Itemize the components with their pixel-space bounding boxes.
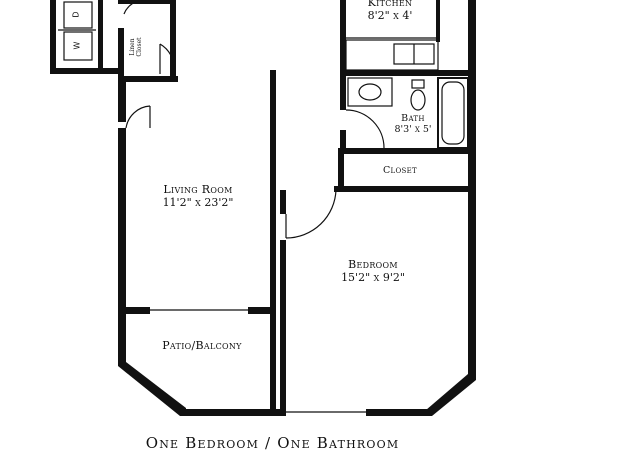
- patio-name: Patio/Balcony: [162, 339, 242, 352]
- living-room-name: Living Room: [163, 183, 233, 196]
- living-room-label: Living Room 11'2" x 23'2": [136, 183, 260, 209]
- living-room-dimensions: 11'2" x 23'2": [162, 195, 234, 209]
- bedroom-dimensions: 15'2" x 9'2": [341, 270, 405, 284]
- closet-label: Closet: [360, 165, 440, 177]
- bath-label: Bath 8'3' x 5': [378, 113, 448, 136]
- patio-label: Patio/Balcony: [140, 339, 264, 353]
- kitchen-walls: [340, 0, 440, 71]
- plan-caption: One Bedroom / One Bathroom: [145, 434, 400, 452]
- bath-dimensions: 8'3' x 5': [394, 123, 432, 135]
- linen-closet-walls: [118, 0, 178, 84]
- closet-walls: [338, 148, 472, 192]
- bedroom-label: Bedroom 15'2" x 9'2": [318, 258, 428, 284]
- linen-closet-label: Linen Closet: [129, 34, 144, 60]
- kitchen-label: Kitchen 8'2" x 4': [345, 0, 435, 22]
- closet-name: Closet: [382, 165, 418, 176]
- bath-name: Bath: [401, 113, 425, 124]
- kitchen-dimensions: 8'2" x 4': [367, 8, 413, 22]
- washer-label: W: [72, 41, 82, 50]
- bath-walls: [340, 70, 472, 154]
- dryer-label: D: [71, 11, 81, 18]
- laundry-closet: [50, 0, 120, 74]
- bedroom-walls: [280, 0, 476, 416]
- living-room-walls: [118, 70, 280, 416]
- bedroom-name: Bedroom: [348, 258, 398, 271]
- linen-closet-name: Linen Closet: [129, 37, 143, 57]
- kitchen-name: Kitchen: [367, 0, 413, 9]
